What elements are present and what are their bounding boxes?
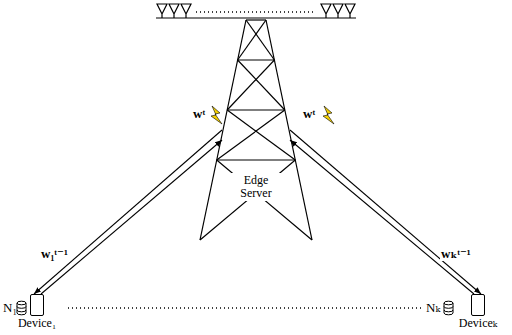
tower-brace [238, 60, 285, 110]
model-weight-label: wᵗ [192, 106, 206, 121]
database-icon [444, 301, 453, 315]
transmission-arrow [41, 140, 222, 294]
antenna [333, 4, 343, 18]
tower-brace [238, 20, 266, 60]
model-weight-label: w₁ᵗ⁻¹ [40, 246, 69, 261]
antenna [157, 4, 167, 18]
database-icon [17, 301, 26, 315]
phone-icon [30, 294, 44, 316]
transmission-arrow [290, 140, 474, 294]
lightning-bolt [323, 106, 334, 124]
tower-brace [238, 59, 275, 60]
database-ring [17, 307, 26, 312]
tower-brace [227, 109, 285, 110]
antenna [181, 4, 191, 18]
tower-brace [217, 110, 285, 160]
device: Device₁ [10, 294, 64, 330]
dotted-antennas [196, 11, 316, 12]
tower-brace [227, 60, 274, 110]
tower [200, 20, 312, 240]
node-label: Edge Server [231, 173, 281, 201]
device: Deviceₖ [448, 294, 508, 330]
device-label: Deviceₖ [448, 317, 508, 330]
antenna [321, 4, 331, 18]
antenna [345, 4, 355, 18]
tower-brace [227, 110, 295, 160]
transmission-arrow [34, 130, 222, 294]
database-top [444, 301, 453, 305]
transmission-arrow [290, 130, 481, 294]
tower-brace [246, 19, 266, 20]
model-weight-label: wᵗ [302, 106, 316, 121]
device-label: Device₁ [10, 317, 64, 330]
model-weight-label: wₖᵗ⁻¹ [440, 246, 472, 261]
tower-brace [217, 160, 312, 240]
database-top [17, 301, 26, 305]
dataset-size: Nₖ [426, 300, 440, 315]
database-ring [444, 307, 453, 312]
edge-server: Edge Server [222, 126, 290, 204]
phone-icon [471, 294, 485, 316]
antenna-array [156, 4, 356, 18]
tower-brace [217, 159, 296, 160]
dotted-devices [68, 307, 422, 308]
lightning-bolt [211, 106, 222, 124]
tower-brace [246, 20, 274, 60]
dataset-size: N₁ [3, 300, 17, 315]
tower-brace [200, 160, 295, 240]
antenna [169, 4, 179, 18]
